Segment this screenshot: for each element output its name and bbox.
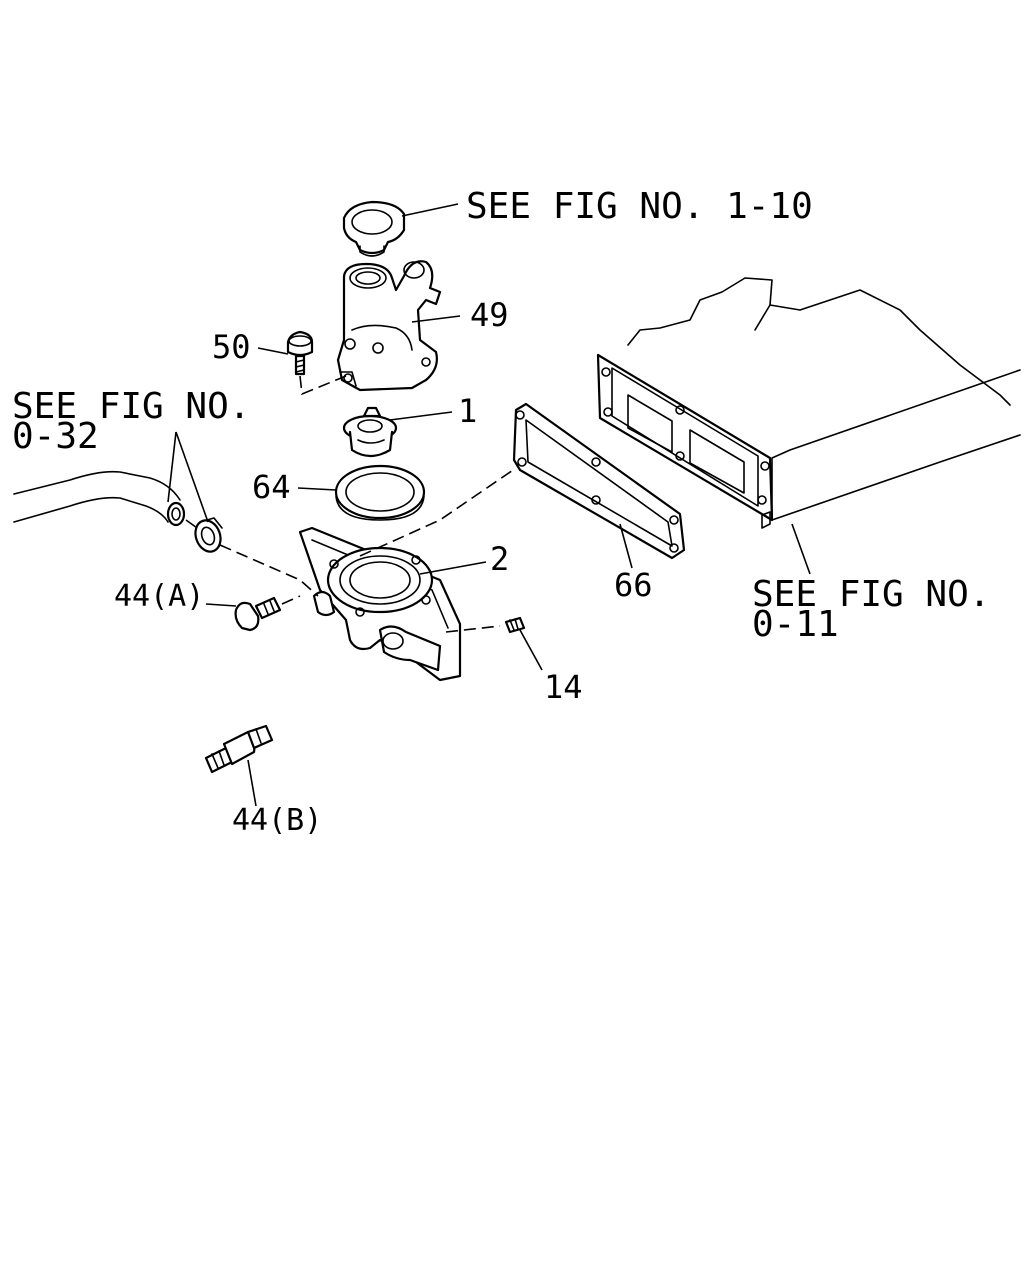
bolt-44a	[234, 596, 282, 632]
fitting-14-alignment-line	[445, 625, 501, 633]
part-number-49: 49	[470, 296, 509, 334]
thermostat-1	[342, 406, 398, 458]
bolt-44a-alignment-line	[281, 595, 301, 605]
valve-44b	[204, 724, 274, 774]
outlet-pipe-2	[298, 526, 462, 682]
ref-hose-label-line2: 0-32	[12, 416, 99, 457]
hose-alignment-line	[185, 519, 319, 597]
bolt-50	[286, 330, 314, 376]
thermostat-housing-49	[336, 260, 442, 392]
part-number-44b: 44(B)	[232, 803, 322, 838]
hose-clamp	[194, 517, 223, 553]
seal-ring-64	[334, 464, 426, 521]
ref-engine-label-line1: SEE FIG NO.	[752, 574, 990, 615]
part-number-66: 66	[614, 566, 653, 604]
coolant-hose	[13, 470, 186, 527]
part-number-50: 50	[212, 328, 251, 366]
ref-hose-label-line1: SEE FIG NO.	[12, 386, 250, 427]
part-number-14: 14	[544, 668, 583, 706]
gasket-alignment-line	[359, 467, 517, 557]
part-number-44a: 44(A)	[114, 579, 204, 614]
part-number-1: 1	[458, 392, 477, 430]
engine-block-outline	[627, 277, 1021, 521]
part-number-64: 64	[252, 468, 291, 506]
engine-mating-face	[596, 353, 774, 529]
fitting-14	[504, 616, 526, 634]
ref-engine-label-line2: 0-11	[752, 604, 839, 645]
radiator-cap	[342, 200, 406, 257]
part-number-2: 2	[490, 540, 509, 578]
bolt-50-alignment-line	[299, 375, 347, 396]
ref-radiator-cap-label: SEE FIG NO. 1-10	[466, 186, 813, 227]
leader-lines	[167, 203, 811, 807]
gasket-66	[512, 402, 686, 560]
